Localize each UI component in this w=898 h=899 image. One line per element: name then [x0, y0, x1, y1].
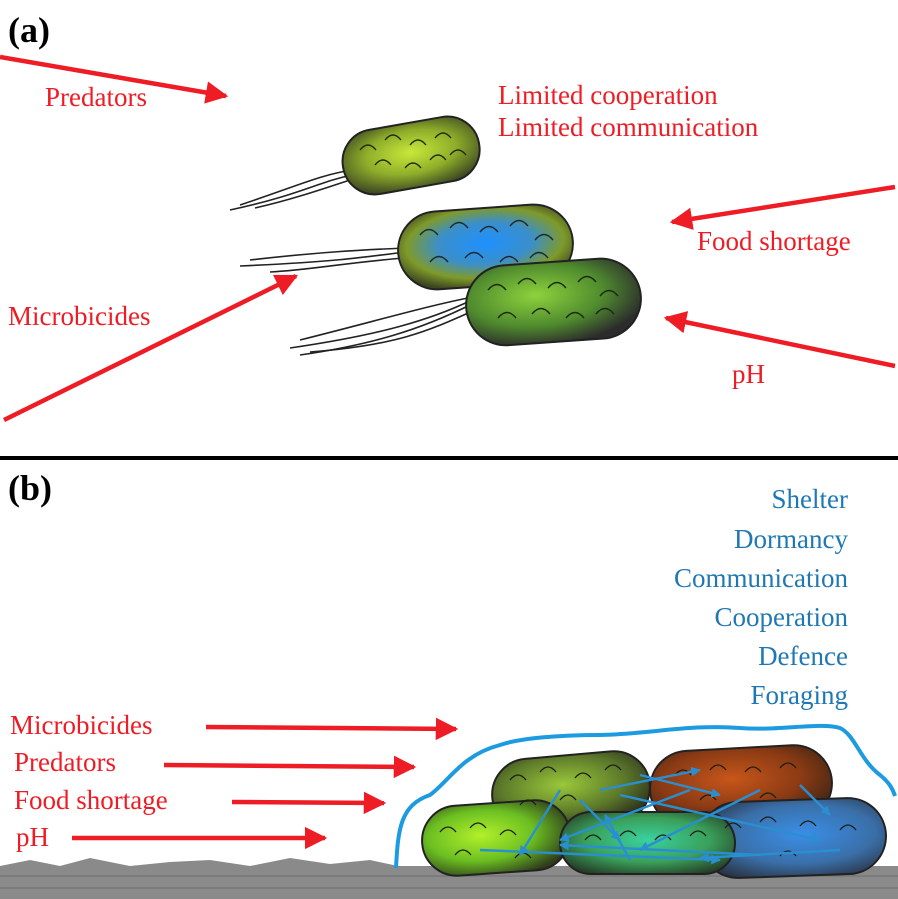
threat-label: Food shortage: [14, 785, 168, 815]
threat-arrows-a: [0, 54, 896, 423]
ph-arrow: [663, 311, 896, 369]
benefit-label: Communication: [674, 563, 848, 593]
food-shortage-arrow: [231, 791, 387, 815]
benefit-label: Cooperation: [715, 602, 849, 632]
microbicides-arrow: [205, 717, 459, 741]
benefit-label: Foraging: [751, 680, 849, 710]
communication-arrows: [479, 766, 841, 865]
benefit-label: Defence: [758, 641, 848, 671]
microbicides-arrow: [3, 273, 299, 423]
cell-texture: [439, 762, 857, 859]
threat-label: Predators: [14, 747, 116, 777]
food-shortage-label: Food shortage: [697, 226, 851, 256]
bacterium-lime: [421, 799, 571, 877]
biofilm-matrix-outline: [394, 723, 897, 869]
food-shortage-arrow: [669, 184, 896, 230]
limitation-label: Limited communication: [498, 112, 759, 142]
bacterium-teal: [559, 811, 736, 875]
bacterium-dark: [465, 257, 642, 347]
benefit-label: Shelter: [772, 484, 848, 514]
predators-arrow: [0, 54, 229, 104]
predators-label: Predators: [45, 82, 147, 112]
limitation-label: Limited cooperation: [498, 80, 718, 110]
benefit-label: Dormancy: [734, 524, 848, 554]
bacterium-top: [341, 115, 481, 196]
ph-label: pH: [732, 359, 765, 389]
threat-arrows-b: [72, 717, 459, 850]
panel-b-label: (b): [8, 468, 52, 508]
microbicides-label: Microbicides: [8, 301, 150, 331]
panel-a-label: (a): [8, 10, 50, 50]
flagella-a: [229, 169, 479, 356]
threat-label: Microbicides: [10, 710, 152, 740]
threat-label: pH: [16, 822, 49, 852]
predators-arrow: [163, 755, 417, 779]
